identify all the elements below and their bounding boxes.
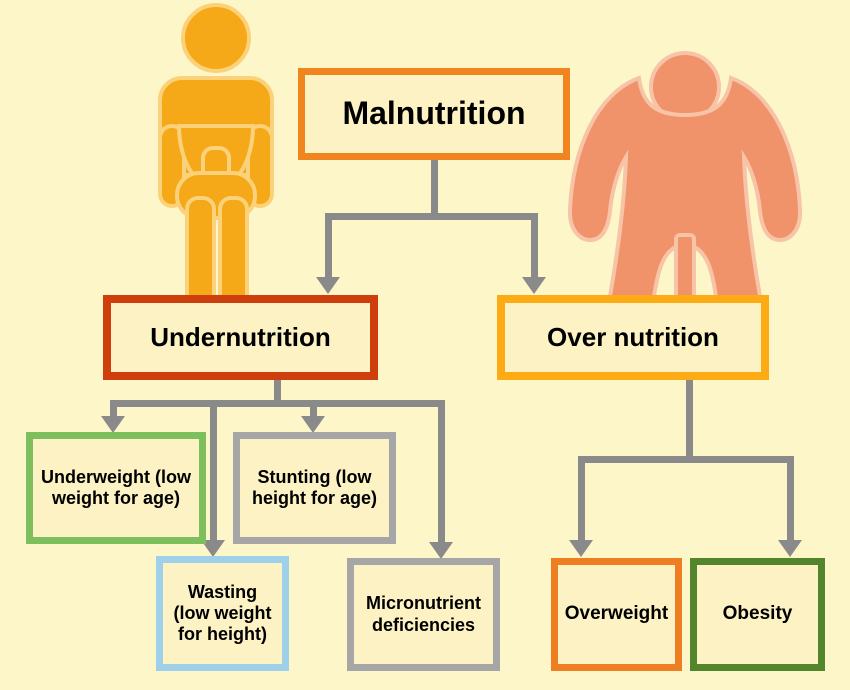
node-undernutrition-label: Undernutrition	[150, 322, 331, 353]
arrowhead-wasting	[201, 540, 225, 557]
edge-to-underweight	[110, 400, 117, 418]
node-stunting-label: Stunting (low height for age)	[252, 466, 377, 508]
node-malnutrition[interactable]: Malnutrition	[298, 68, 570, 160]
thin-person-figure	[145, 0, 295, 308]
node-wasting-label: Wasting (low weight for height)	[173, 581, 272, 645]
node-overweight[interactable]: Overweight	[551, 558, 682, 671]
node-obesity[interactable]: Obesity	[690, 558, 825, 671]
edge-malnutrition-bus	[325, 213, 538, 220]
node-obesity-label: Obesity	[722, 603, 793, 625]
edge-to-undernutrition	[325, 213, 332, 278]
edge-to-wasting	[210, 400, 217, 542]
arrowhead-obesity	[778, 540, 802, 557]
arrowhead-undernutrition	[316, 277, 340, 294]
edge-overnutrition-stem	[686, 378, 693, 460]
node-overnutrition-label: Over nutrition	[547, 322, 719, 353]
obese-person-figure	[567, 45, 803, 320]
edge-to-stunting	[310, 400, 317, 418]
edge-to-micronutrient	[438, 400, 445, 544]
node-stunting[interactable]: Stunting (low height for age)	[233, 432, 396, 544]
edge-to-overnutrition	[531, 213, 538, 278]
arrowhead-underweight	[101, 416, 125, 433]
arrowhead-micronutrient	[429, 542, 453, 559]
node-underweight[interactable]: Underweight (low weight for age)	[26, 432, 206, 544]
node-undernutrition[interactable]: Undernutrition	[103, 295, 378, 380]
node-overnutrition[interactable]: Over nutrition	[497, 295, 769, 380]
arrowhead-overnutrition	[522, 277, 546, 294]
edge-undernutrition-stem	[274, 378, 281, 404]
node-micronutrient[interactable]: Micronutrient deficiencies	[347, 558, 500, 671]
node-underweight-label: Underweight (low weight for age)	[41, 466, 191, 508]
arrowhead-overweight	[569, 540, 593, 557]
edge-undernutrition-bus	[110, 400, 445, 407]
edge-to-obesity	[787, 456, 794, 542]
node-micronutrient-label: Micronutrient deficiencies	[366, 593, 481, 635]
arrowhead-stunting	[301, 416, 325, 433]
edge-to-overweight	[578, 456, 585, 542]
node-malnutrition-label: Malnutrition	[342, 95, 526, 132]
edge-overnutrition-bus	[578, 456, 794, 463]
edge-malnutrition-stem	[431, 160, 438, 215]
node-overweight-label: Overweight	[564, 603, 669, 625]
node-wasting[interactable]: Wasting (low weight for height)	[156, 556, 289, 671]
